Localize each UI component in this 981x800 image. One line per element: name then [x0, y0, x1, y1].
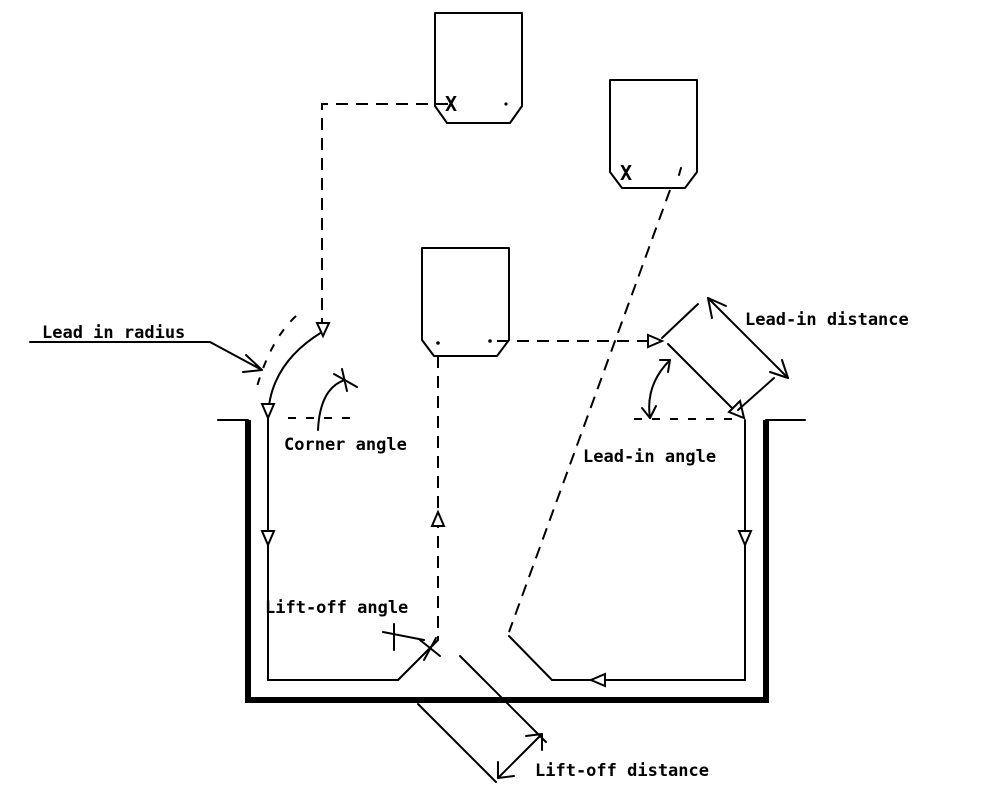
lift-off-distance-arrow-2 — [525, 733, 543, 751]
lead-in-angle-arc — [648, 359, 671, 419]
lift-off-distance-arrow-1 — [497, 761, 515, 779]
lift-off-angle-reference — [382, 631, 425, 641]
tool-3 — [421, 247, 510, 357]
lift-off-distance-label: Lift-off distance — [535, 761, 709, 781]
lead-in-distance-label: Lead-in distance — [745, 310, 909, 330]
tool-3-point-right — [488, 339, 492, 343]
rapid-move-left — [321, 103, 448, 328]
lift-off-angle-label: Lift-off angle — [265, 598, 408, 618]
direction-arrow-up — [430, 509, 446, 527]
direction-arrow-right — [647, 333, 665, 349]
direction-arrow-down-3 — [260, 530, 276, 548]
lead-in-curve — [267, 331, 323, 421]
lift-off-distance-ext-2 — [459, 655, 547, 743]
direction-arrow-down-1 — [315, 322, 331, 339]
lead-in-radius-label: Lead in radius — [42, 323, 185, 343]
corner-angle-arc — [317, 379, 346, 431]
lift-off-distance-ext-1 — [417, 703, 497, 783]
direction-arrow-left — [588, 672, 606, 688]
lead-in-distance-arrow-1 — [707, 297, 727, 319]
lead-in-radius-arrowhead — [242, 354, 263, 373]
lead-in-radius-arc — [255, 315, 297, 391]
toolpath-bottom-entry — [508, 635, 553, 681]
tool-1-point — [504, 102, 508, 106]
lead-in-radius-leader — [209, 341, 263, 371]
lead-in-distance-dimension — [707, 297, 789, 379]
lead-in-distance-ext-1 — [661, 303, 699, 339]
corner-angle-label: Corner angle — [284, 435, 407, 455]
tool-2 — [609, 79, 698, 189]
lead-in-angle-arrow-bottom — [641, 405, 657, 419]
toolpath-lead-in — [667, 343, 742, 418]
lift-off-distance-dimension — [497, 733, 543, 779]
tool-2-point — [678, 167, 682, 176]
tool-1-x-mark: X — [445, 92, 457, 116]
workpiece-pocket — [245, 420, 769, 703]
lead-in-distance-arrow-2 — [769, 359, 789, 379]
lift-off-angle-cross-2 — [423, 637, 437, 661]
tool-3-point-left — [436, 341, 440, 345]
tool-2-x-mark: X — [620, 161, 632, 185]
direction-arrow-down-2 — [260, 403, 276, 421]
tool-1 — [434, 12, 523, 124]
direction-arrow-down-4 — [737, 530, 753, 548]
direction-arrow-diag — [727, 399, 746, 420]
rapid-move-diagonal — [508, 189, 671, 633]
lead-in-angle-arrow-top — [659, 359, 671, 373]
lead-in-distance-ext-2 — [737, 377, 775, 411]
lead-in-angle-label: Lead-in angle — [583, 447, 716, 467]
corner-angle-tick-2 — [341, 368, 348, 392]
